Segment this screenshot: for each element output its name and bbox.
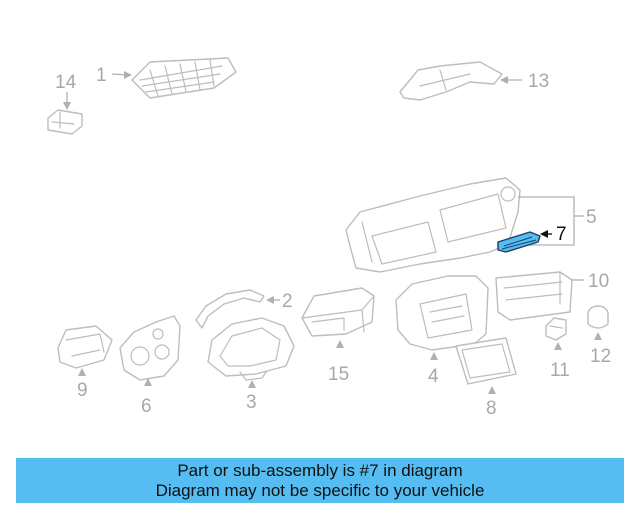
part-13-trim[interactable]: 13 — [399, 61, 549, 101]
callout-8: 8 — [486, 398, 497, 419]
info-banner: Part or sub-assembly is #7 in diagram Di… — [16, 458, 624, 503]
part-12-knob[interactable]: 12 — [587, 305, 611, 367]
callout-3: 3 — [246, 392, 257, 413]
callout-15: 15 — [328, 364, 349, 385]
part-8-display[interactable]: 8 — [455, 337, 517, 419]
part-9-glovebox[interactable]: 9 — [57, 325, 113, 401]
part-10-tray[interactable]: 10 — [495, 271, 609, 321]
callout-11: 11 — [550, 360, 570, 381]
part-3-cluster[interactable]: 3 — [207, 317, 295, 413]
part-4-center-stack[interactable]: 4 — [395, 275, 489, 387]
parts-diagram: 1 14 13 5 7 10 — [47, 57, 611, 419]
callout-9: 9 — [77, 380, 88, 401]
banner-line-1: Part or sub-assembly is #7 in diagram — [177, 460, 463, 480]
callout-2: 2 — [282, 291, 293, 312]
callout-10: 10 — [588, 271, 609, 292]
callout-1: 1 — [96, 65, 107, 86]
callout-14: 14 — [55, 72, 77, 93]
callout-7: 7 — [556, 224, 567, 245]
part-14-switch[interactable]: 14 — [47, 72, 83, 135]
part-2-handle[interactable]: 2 — [195, 289, 293, 329]
part-7-detail — [501, 236, 537, 250]
callout-5: 5 — [586, 207, 597, 228]
callout-13: 13 — [528, 71, 549, 92]
part-7-highlighted[interactable]: 7 — [497, 224, 567, 253]
part-11-clip[interactable]: 11 — [545, 317, 570, 381]
callout-4: 4 — [428, 366, 439, 387]
callout-12: 12 — [590, 346, 611, 367]
callout-6: 6 — [141, 396, 152, 417]
part-15-airbag[interactable]: 15 — [301, 287, 375, 385]
part-1-grille[interactable]: 1 — [96, 57, 237, 99]
banner-line-2: Diagram may not be specific to your vehi… — [155, 480, 485, 500]
part-6-switch-panel[interactable]: 6 — [119, 315, 181, 417]
